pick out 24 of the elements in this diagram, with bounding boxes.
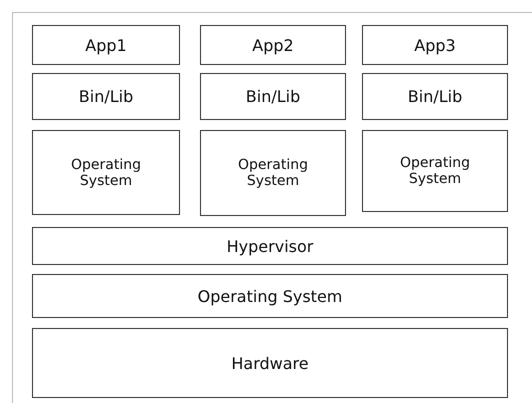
layer-label: Bin/Lib: [78, 87, 134, 106]
application-box: [32, 25, 180, 65]
layer-label: Hypervisor: [226, 236, 314, 256]
layer-label: App1: [85, 36, 127, 54]
application-box: [362, 25, 508, 65]
application-box: [200, 25, 346, 65]
hardware-layer: [32, 328, 508, 398]
guest-os-box: [32, 130, 180, 215]
layer-label: Operating System: [198, 286, 342, 306]
library-box: [200, 73, 346, 120]
layer-label: App3: [414, 36, 456, 54]
layer-label: Bin/Lib: [408, 87, 462, 106]
layer-label: Bin/Lib: [246, 87, 300, 106]
library-box: [32, 73, 180, 120]
library-box: [362, 73, 508, 120]
layer-label: Operating System: [237, 157, 309, 189]
guest-os-box: [200, 130, 346, 216]
host-os-layer: [32, 274, 508, 318]
layer-label: App2: [252, 36, 294, 54]
guest-os-box: [362, 130, 508, 212]
layer-label: Hardware: [231, 354, 309, 372]
layer-label: Operating System: [70, 156, 142, 188]
hypervisor-layer: [32, 227, 508, 265]
layer-label: Operating System: [399, 155, 471, 187]
